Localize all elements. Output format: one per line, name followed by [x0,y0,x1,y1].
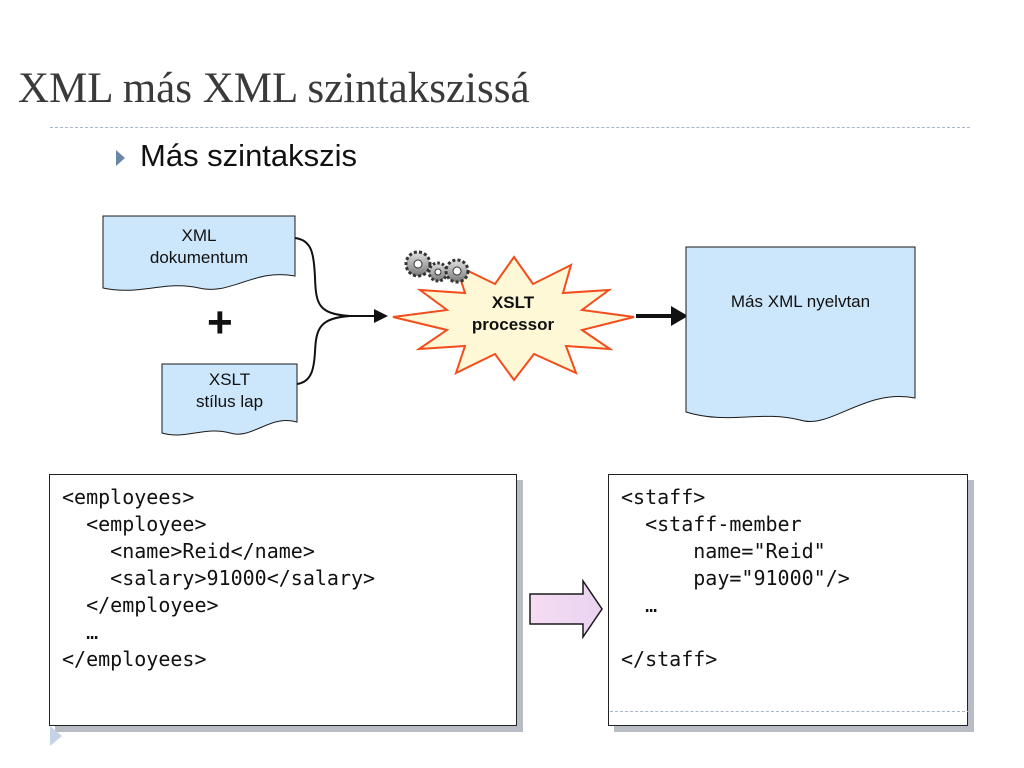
code-line: … [62,620,99,644]
slide-title: XML más XML szintakszissá [18,65,530,112]
input-arrowhead [374,309,388,323]
code-line: <employee> [62,512,207,536]
code-line: <staff> [621,485,706,509]
xml-document-label: XML dokumentum [103,225,295,269]
code-line: <staff-member [621,512,802,536]
xml-connector [294,237,351,317]
bullet-arrow-icon [116,150,125,166]
code-line: </employee> [62,593,219,617]
code-line: <name>Reid</name> [62,539,315,563]
footer-divider [610,711,970,712]
xslt-stylesheet-shape [161,363,298,436]
xslt-processor-label-line2: processor [471,315,555,334]
code-line: </staff> [621,647,718,671]
code-line: <salary>91000</salary> [62,566,376,590]
code-line: name="Reid" [621,539,826,563]
transform-arrow-icon [529,578,603,640]
xslt-stylesheet-label-line2: stílus lap [195,392,264,411]
title-divider [50,127,970,128]
xslt-stylesheet-label: XSLT stílus lap [162,369,297,413]
xslt-stylesheet-label-line1: XSLT [208,370,251,389]
code-line: <employees> [62,485,195,509]
footer-arrow-icon [50,726,62,746]
output-label: Más XML nyelvtan [730,292,871,311]
source-xml-code-box: <employees> <employee> <name>Reid</name>… [49,474,517,726]
gears-icon [404,250,470,284]
xml-document-shape [102,215,296,291]
code-line: ​ [621,619,967,646]
xslt-processor-label: XSLT processor [448,292,578,336]
code-line: pay="91000"/> [621,566,850,590]
xml-document-label-line1: XML [181,226,217,245]
xslt-processor-burst [392,255,635,382]
plus-sign: + [207,298,233,347]
bullet-text: Más szintakszis [140,138,358,173]
xml-document-label-line2: dokumentum [149,248,249,267]
code-line: … [621,593,658,617]
output-arrowhead [671,306,688,326]
output-document-shape [685,246,916,422]
xslt-processor-label-line1: XSLT [491,293,535,312]
target-xml-code-box: <staff> <staff-member name="Reid" pay="9… [608,474,968,726]
code-line: </employees> [62,647,207,671]
xslt-connector [296,315,351,385]
